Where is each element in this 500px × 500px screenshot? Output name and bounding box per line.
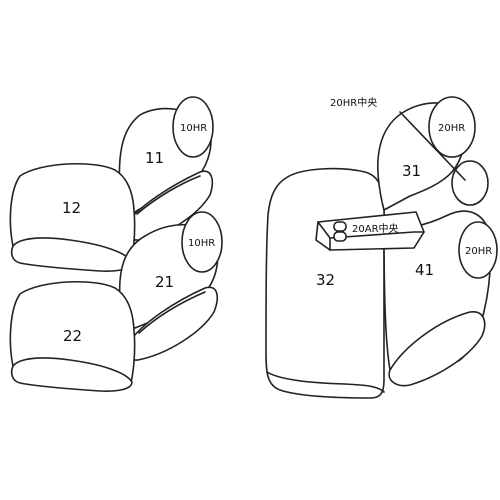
headrest-20hr-bottom bbox=[458, 221, 498, 279]
label-seat-32: 32 bbox=[316, 271, 335, 289]
headrest-20hr-top bbox=[428, 96, 476, 158]
rear-seat-group bbox=[265, 96, 498, 399]
front-seat-group bbox=[9, 96, 223, 392]
label-headrest-20hr-bottom: 20HR bbox=[465, 246, 492, 257]
label-seat-22: 22 bbox=[63, 327, 82, 345]
label-seat-11: 11 bbox=[145, 149, 164, 167]
label-headrest-10hr-top: 10HR bbox=[180, 123, 207, 134]
armrest-cupholder-2 bbox=[333, 231, 347, 242]
armrest-cupholder-1 bbox=[333, 221, 347, 232]
label-seat-12: 12 bbox=[62, 199, 81, 217]
label-seat-41: 41 bbox=[415, 261, 434, 279]
seat-22-front bbox=[10, 357, 133, 392]
headrest-10hr-top bbox=[172, 96, 214, 158]
headrest-10hr-bottom bbox=[181, 211, 223, 273]
label-headrest-20hr-top: 20HR bbox=[438, 123, 465, 134]
label-armrest-center: 20AR中央 bbox=[352, 222, 399, 235]
headrest-center bbox=[451, 160, 489, 206]
label-seat-21: 21 bbox=[155, 273, 174, 291]
center-headrest-leader bbox=[399, 111, 466, 181]
seat-41-bolster bbox=[388, 311, 486, 387]
label-headrest-center: 20HR中央 bbox=[330, 96, 377, 109]
label-headrest-10hr-bottom: 10HR bbox=[188, 238, 215, 249]
label-seat-31: 31 bbox=[402, 162, 421, 180]
